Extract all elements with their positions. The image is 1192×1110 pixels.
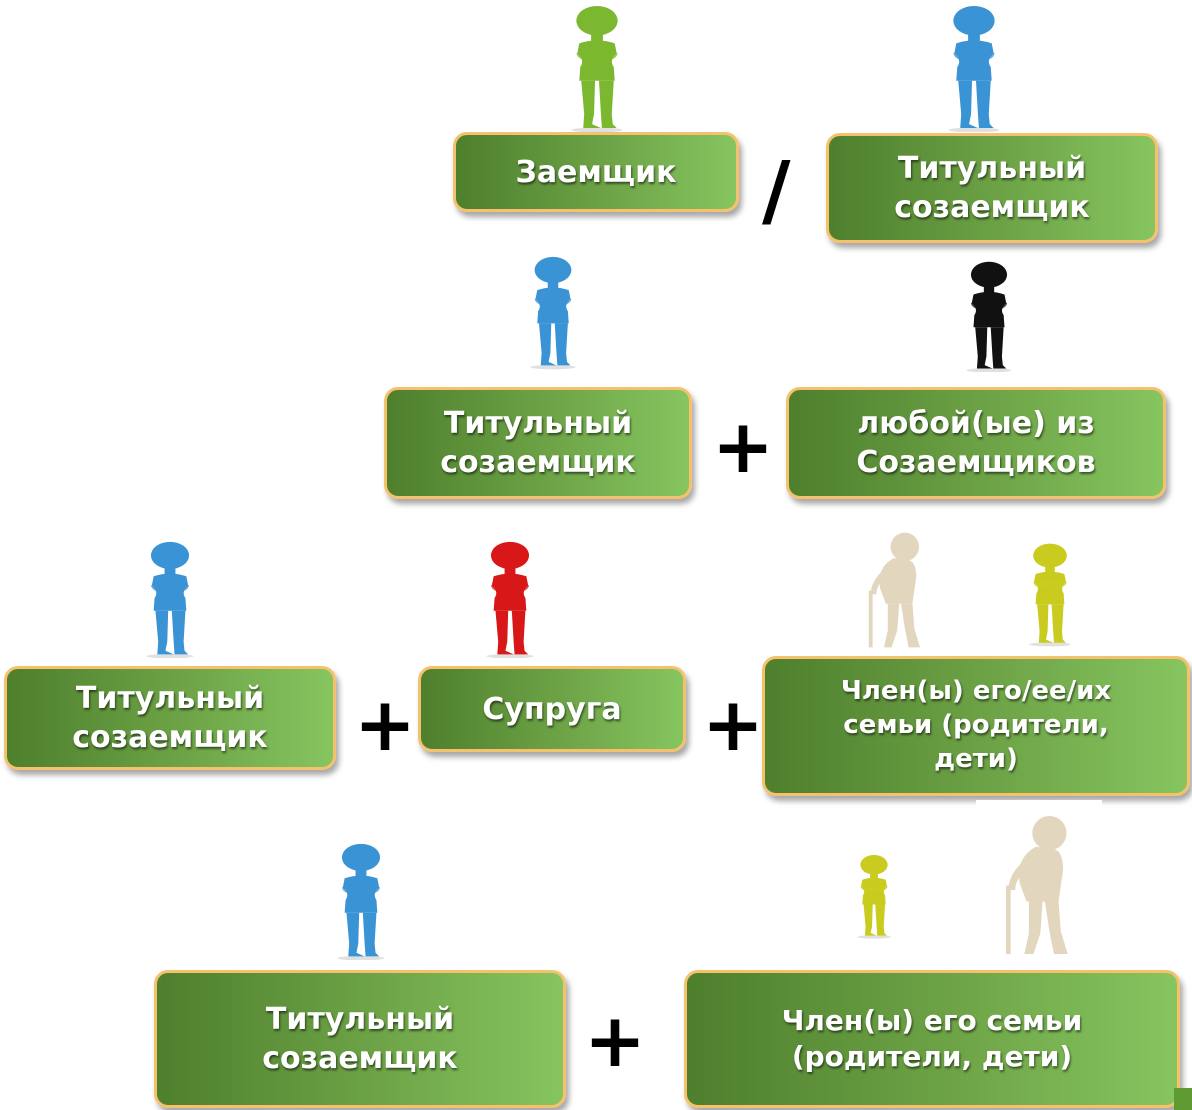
- black-person-icon: [954, 260, 1024, 372]
- title-coborrower-box: Титульный созаемщик: [826, 133, 1158, 243]
- yellow-person-icon: [848, 846, 900, 946]
- title-coborrower-label: Титульный созаемщик: [72, 681, 268, 755]
- corner-accent: [1174, 1088, 1192, 1110]
- blue-person-icon: [518, 252, 588, 372]
- family-members-box: Член(ы) его/ее/их семьи (родители, дети): [762, 656, 1190, 796]
- any-coborrowers-box: любой(ые) из Созаемщиков: [786, 387, 1166, 499]
- family-members-label: Член(ы) его семьи (родители, дети): [781, 1003, 1083, 1073]
- borrower-label: Заемщик: [515, 154, 677, 190]
- plus-operator: +: [354, 682, 417, 768]
- family-members-label: Член(ы) его/ее/их семьи (родители, дети): [840, 676, 1112, 774]
- red-person-icon: [468, 540, 552, 658]
- plus-operator: +: [712, 404, 775, 490]
- plus-operator: +: [702, 682, 765, 768]
- blue-person-icon: [934, 4, 1014, 132]
- spouse-box: Супруга: [418, 666, 686, 752]
- family-members-box: Член(ы) его семьи (родители, дети): [684, 970, 1180, 1108]
- title-coborrower-label: Титульный созаемщик: [440, 406, 636, 480]
- separator-slash: /: [762, 146, 791, 236]
- yellow-person-icon: [1018, 540, 1082, 648]
- blue-person-icon: [322, 842, 400, 960]
- white-patch: [976, 800, 1102, 820]
- title-coborrower-box: Титульный созаемщик: [154, 970, 566, 1108]
- title-coborrower-label: Титульный созаемщик: [262, 1002, 458, 1076]
- plus-operator: +: [584, 998, 647, 1084]
- title-coborrower-label: Титульный созаемщик: [894, 151, 1090, 225]
- borrower-box: Заемщик: [453, 132, 739, 212]
- blue-person-icon: [132, 540, 208, 658]
- green-person-icon: [554, 4, 640, 132]
- any-coborrowers-label: любой(ые) из Созаемщиков: [856, 406, 1096, 480]
- spouse-label: Супруга: [482, 691, 622, 727]
- title-coborrower-box: Титульный созаемщик: [384, 387, 692, 499]
- title-coborrower-box: Титульный созаемщик: [4, 666, 336, 770]
- elder-person-icon: [858, 526, 946, 654]
- elder-person-icon: [990, 808, 1102, 962]
